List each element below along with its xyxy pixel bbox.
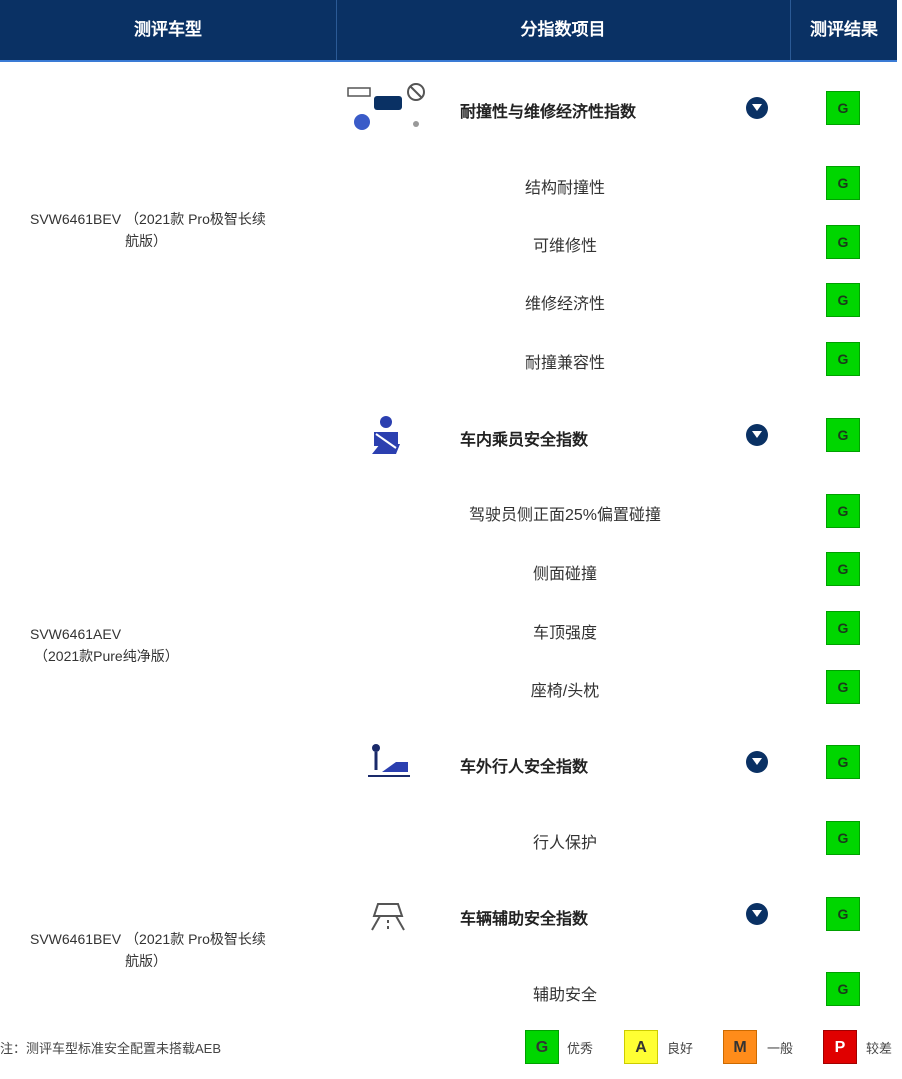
chevron-down-icon[interactable]	[746, 424, 768, 446]
legend-badge-poor: P	[823, 1030, 857, 1064]
model-code: SVW6461BEV	[30, 211, 122, 227]
sub-item-label: 耐撞兼容性	[524, 355, 605, 372]
seated-occupant-icon	[366, 414, 406, 458]
sub-item-label: 辅助安全	[532, 987, 597, 1004]
model-trim: （2021款 Pro极智长续航版）	[125, 931, 266, 969]
header-divider	[790, 0, 791, 60]
category-label: 耐撞性与维修经济性指数	[460, 104, 637, 121]
sub-item-label: 驾驶员侧正面25%偏置碰撞	[468, 507, 662, 524]
result-badge: G	[826, 494, 860, 528]
legend-label: 优秀	[567, 1041, 594, 1056]
crash-repair-icon	[346, 80, 426, 136]
table-header: 测评车型 分指数项目 测评结果	[0, 0, 897, 62]
result-badge: G	[826, 552, 860, 586]
result-badge: G	[826, 670, 860, 704]
chevron-down-icon[interactable]	[746, 751, 768, 773]
chevron-down-icon[interactable]	[746, 903, 768, 925]
legend-badge-good: G	[525, 1030, 559, 1064]
legend-label: 良好	[667, 1041, 694, 1056]
model-cell: SVW6461BEV（2021款 Pro极智长续航版）	[30, 928, 310, 972]
sub-item-label: 行人保护	[532, 835, 597, 852]
sub-item-label: 结构耐撞性	[524, 180, 605, 197]
sub-item-label: 侧面碰撞	[532, 566, 597, 583]
sub-item-label: 车顶强度	[532, 625, 597, 642]
driver-assist-icon	[366, 894, 410, 934]
header-index-items: 分指数项目	[520, 20, 606, 39]
model-cell: SVW6461AEV （2021款Pure纯净版）	[30, 623, 310, 667]
legend-badge-marginal: M	[723, 1030, 757, 1064]
category-label: 车辆辅助安全指数	[460, 911, 589, 928]
legend-label: 较差	[866, 1041, 893, 1056]
footnote: 注：测评车型标准安全配置未搭载AEB	[0, 1041, 222, 1056]
result-badge: G	[826, 611, 860, 645]
result-badge: G	[826, 225, 860, 259]
result-badge: G	[826, 91, 860, 125]
model-trim: （2021款 Pro极智长续航版）	[125, 211, 266, 249]
legend-label: 一般	[767, 1041, 794, 1056]
result-badge: G	[826, 283, 860, 317]
chevron-down-icon[interactable]	[746, 97, 768, 119]
sub-item-label: 维修经济性	[524, 296, 605, 313]
model-trim: （2021款Pure纯净版）	[34, 648, 179, 664]
result-badge: G	[826, 897, 860, 931]
category-label: 车内乘员安全指数	[460, 432, 589, 449]
header-model: 测评车型	[134, 20, 202, 39]
pedestrian-icon	[366, 742, 412, 782]
header-result: 测评结果	[810, 20, 878, 39]
result-badge: G	[826, 745, 860, 779]
result-badge: G	[826, 166, 860, 200]
category-label: 车外行人安全指数	[460, 759, 589, 776]
model-code: SVW6461AEV	[30, 626, 122, 642]
result-badge: G	[826, 972, 860, 1006]
model-cell: SVW6461BEV（2021款 Pro极智长续航版）	[30, 208, 310, 252]
result-badge: G	[826, 342, 860, 376]
result-badge: G	[826, 821, 860, 855]
result-badge: G	[826, 418, 860, 452]
sub-item-label: 可维修性	[532, 238, 597, 255]
header-divider	[336, 0, 337, 60]
sub-item-label: 座椅/头枕	[530, 683, 600, 700]
model-code: SVW6461BEV	[30, 931, 122, 947]
legend-badge-acceptable: A	[624, 1030, 658, 1064]
